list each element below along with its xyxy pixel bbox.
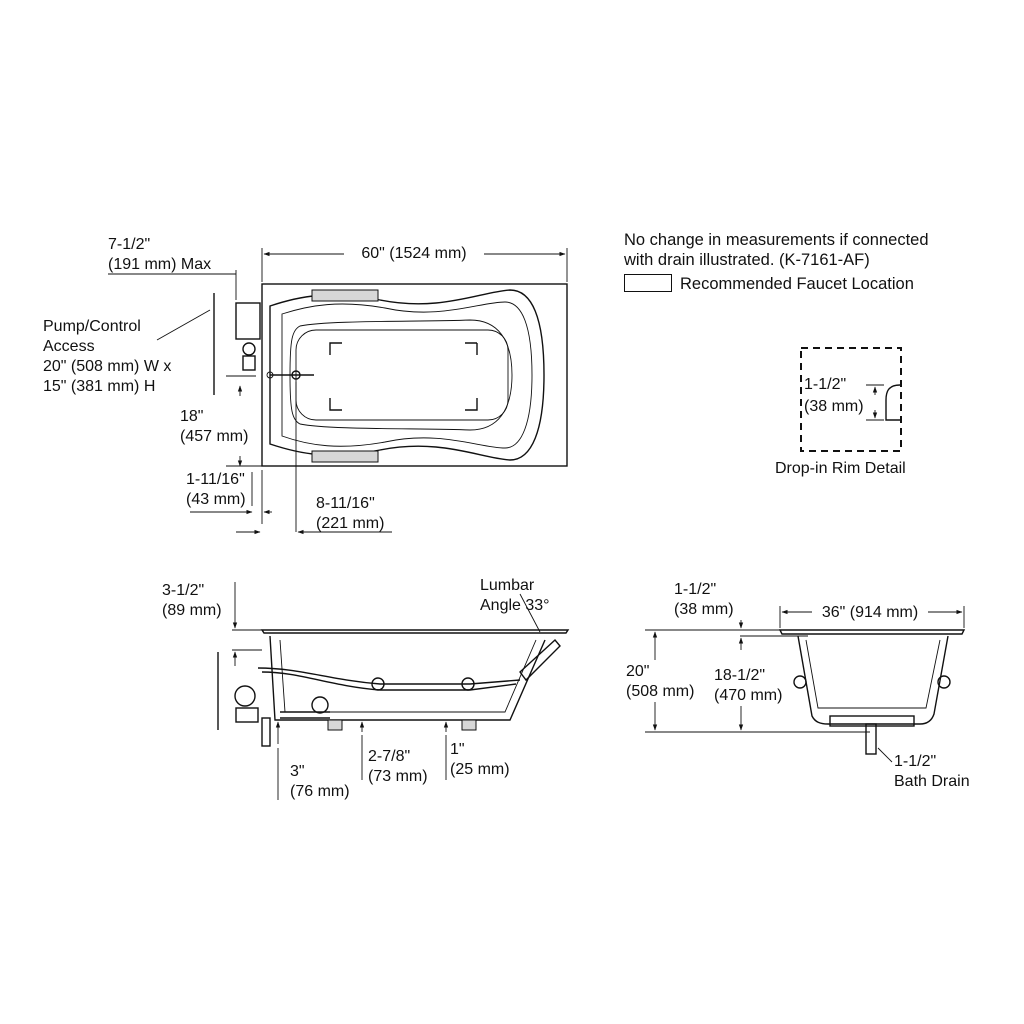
side-rim xyxy=(260,629,570,634)
end-view xyxy=(645,606,966,763)
pump-offset-label-b: (191 mm) Max xyxy=(108,256,212,273)
side-drain-label-b: (76 mm) xyxy=(290,783,350,800)
side-foot-label-a: 2-7/8" xyxy=(368,748,411,765)
pump-outlet xyxy=(242,355,256,371)
lumbar-support xyxy=(519,638,561,682)
side-drain-label-a: 3" xyxy=(290,763,305,780)
rim-offset-label-a: 1-11/16" xyxy=(186,471,245,488)
note-line-1: No change in measurements if connected xyxy=(624,231,929,249)
faucet-legend-label: Recommended Faucet Location xyxy=(680,275,914,293)
end-fitting-left xyxy=(793,675,807,689)
end-inner xyxy=(805,639,941,709)
side-pump xyxy=(234,685,256,707)
rim-detail-title: Drop-in Rim Detail xyxy=(775,460,906,477)
tub-outline xyxy=(261,283,568,467)
side-foot-a xyxy=(327,719,343,731)
end-drain-label-a: 1-1/2" xyxy=(894,753,937,770)
faucet-legend: Recommended Faucet Location xyxy=(624,274,914,294)
rim-detail-diagram xyxy=(800,347,902,452)
pump-access-label-4: 15" (381 mm) H xyxy=(43,378,156,395)
end-shell xyxy=(797,635,949,725)
plan-length-label: 60" (1524 mm) xyxy=(344,244,484,264)
drain-center-label-b: (457 mm) xyxy=(180,428,249,445)
side-rim-label-b: (89 mm) xyxy=(162,602,222,619)
jet-markers xyxy=(329,342,478,411)
rim-detail-label-a: 1-1/2" xyxy=(804,375,847,395)
lumbar-label-a: Lumbar xyxy=(480,577,535,594)
pump-offset-label-a: 7-1/2" xyxy=(108,236,151,253)
faucet-location-top xyxy=(311,289,379,302)
end-fitting-right xyxy=(937,675,951,689)
side-inner xyxy=(279,639,537,713)
drain-offset-label-b: (221 mm) xyxy=(316,515,385,532)
tub-mid-curve xyxy=(281,301,533,449)
side-shell xyxy=(269,635,546,721)
rim-profile xyxy=(885,384,901,421)
side-rim-label-a: 3-1/2" xyxy=(162,582,205,599)
side-drain xyxy=(261,717,271,747)
overflow-circle xyxy=(266,371,274,379)
drain-offset-label-a: 8-11/16" xyxy=(316,495,375,512)
end-rim-label-b: (38 mm) xyxy=(674,601,734,618)
pump-access-label-1: Pump/Control xyxy=(43,318,141,335)
faucet-location-bottom xyxy=(311,450,379,463)
pipe-upper xyxy=(257,667,521,685)
side-foot-label-b: (73 mm) xyxy=(368,768,428,785)
end-rim xyxy=(778,629,966,635)
side-view xyxy=(217,582,570,800)
rim-detail-label-b: (38 mm) xyxy=(804,397,864,417)
rim-detail-frame xyxy=(800,347,902,452)
rim-offset-label-b: (43 mm) xyxy=(186,491,246,508)
side-base-label-b: (25 mm) xyxy=(450,761,510,778)
end-rim-label-a: 1-1/2" xyxy=(674,581,717,598)
end-base xyxy=(829,715,915,727)
tub-basin xyxy=(289,319,513,431)
end-drain xyxy=(865,723,877,755)
lumbar-label-b: Angle 33° xyxy=(480,597,550,614)
faucet-legend-swatch xyxy=(624,274,672,292)
drain-center-label-a: 18" xyxy=(180,408,204,425)
end-inner-label-b: (470 mm) xyxy=(714,686,783,706)
pump-access-label-3: 20" (508 mm) W x xyxy=(43,358,172,375)
tub-outer-curve xyxy=(269,289,545,461)
side-pump-base xyxy=(235,707,259,723)
pump-access-label-2: Access xyxy=(43,338,95,355)
pump-fitting xyxy=(242,342,256,356)
end-drain-label-b: Bath Drain xyxy=(894,773,970,790)
side-base-label-a: 1" xyxy=(450,741,465,758)
end-height-label-b: (508 mm) xyxy=(626,682,695,702)
note-line-2: with drain illustrated. (K-7161-AF) xyxy=(624,251,870,269)
end-height-label-a: 20" xyxy=(626,662,650,682)
end-width-label: 36" (914 mm) xyxy=(812,603,928,623)
pipe-upper-b xyxy=(261,671,517,691)
pump-box xyxy=(235,302,261,340)
side-foot-b xyxy=(461,719,477,731)
end-inner-label-a: 18-1/2" xyxy=(714,666,766,686)
plan-view xyxy=(108,248,568,535)
